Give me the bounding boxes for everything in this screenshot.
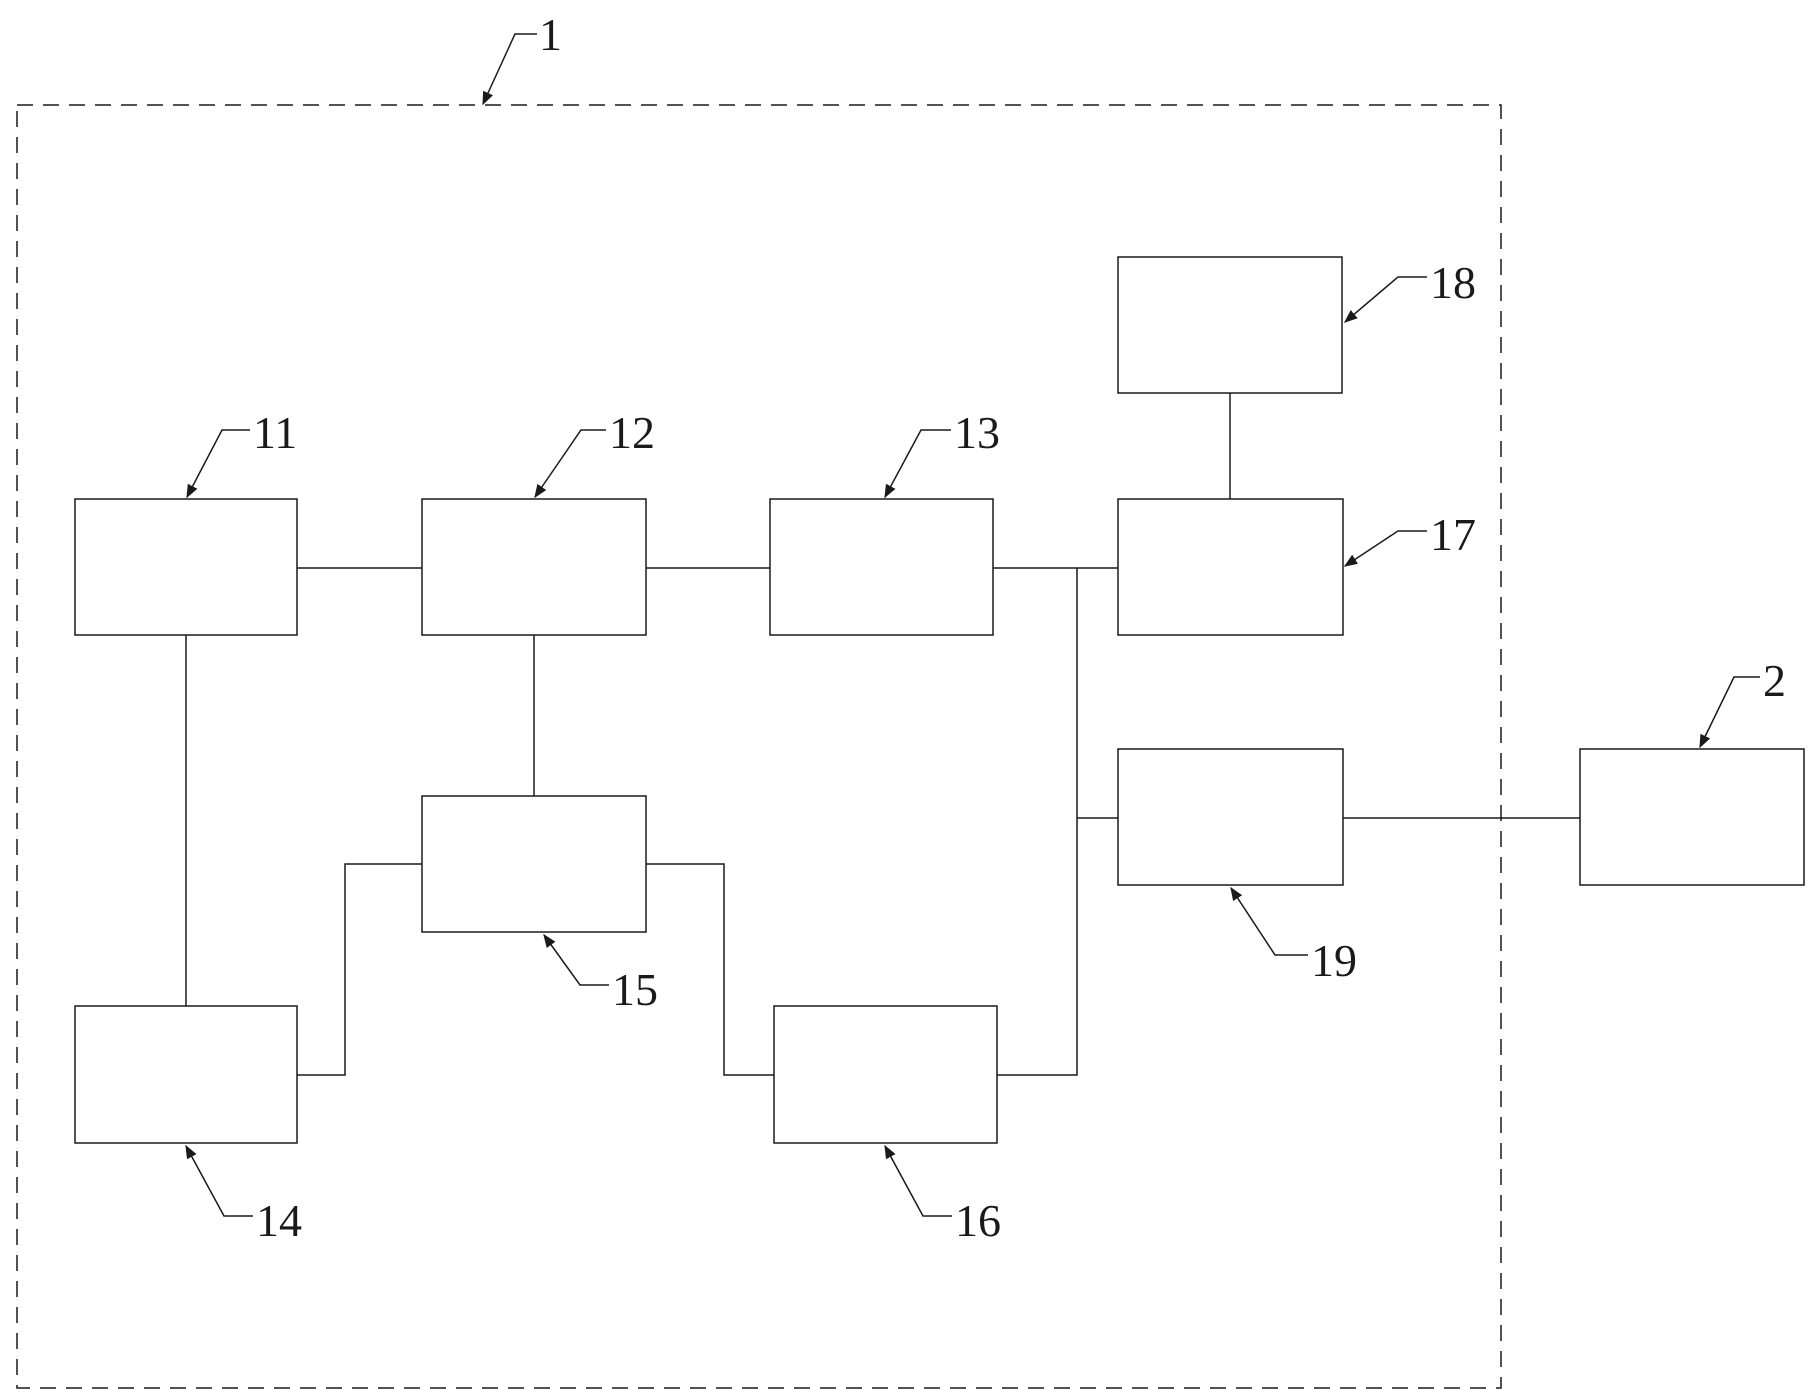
leader-13 bbox=[885, 430, 951, 497]
reference-numerals: 1 11 12 13 18 17 2 15 19 14 16 bbox=[253, 9, 1786, 1246]
label-14: 14 bbox=[256, 1195, 302, 1246]
connections bbox=[186, 393, 1580, 1075]
label-19: 19 bbox=[1311, 935, 1357, 986]
block-11 bbox=[75, 499, 297, 635]
block-17 bbox=[1118, 499, 1343, 635]
leader-17 bbox=[1345, 531, 1427, 566]
leader-2 bbox=[1700, 677, 1760, 747]
leader-11 bbox=[187, 430, 250, 497]
label-15: 15 bbox=[612, 964, 658, 1015]
blocks bbox=[75, 257, 1804, 1143]
block-12 bbox=[422, 499, 646, 635]
label-18: 18 bbox=[1430, 257, 1476, 308]
leader-1 bbox=[483, 34, 537, 104]
label-12: 12 bbox=[609, 407, 655, 458]
label-17: 17 bbox=[1430, 509, 1476, 560]
wire-14-15 bbox=[297, 864, 422, 1075]
system-boundary bbox=[17, 105, 1501, 1388]
block-13 bbox=[770, 499, 993, 635]
block-2 bbox=[1580, 749, 1804, 885]
leader-18 bbox=[1345, 277, 1427, 322]
label-2: 2 bbox=[1763, 655, 1786, 706]
label-11: 11 bbox=[253, 407, 297, 458]
wire-16-bus bbox=[997, 568, 1077, 1075]
block-16 bbox=[774, 1006, 997, 1143]
leader-15 bbox=[544, 935, 609, 985]
label-13: 13 bbox=[954, 407, 1000, 458]
label-1: 1 bbox=[539, 9, 562, 60]
leader-14 bbox=[186, 1146, 253, 1216]
wire-15-16 bbox=[646, 864, 774, 1075]
block-18 bbox=[1118, 257, 1342, 393]
block-15 bbox=[422, 796, 646, 932]
leader-16 bbox=[885, 1146, 952, 1216]
block-19 bbox=[1118, 749, 1343, 885]
label-16: 16 bbox=[955, 1195, 1001, 1246]
leader-19 bbox=[1231, 888, 1308, 955]
block-14 bbox=[75, 1006, 297, 1143]
leader-12 bbox=[535, 430, 606, 497]
